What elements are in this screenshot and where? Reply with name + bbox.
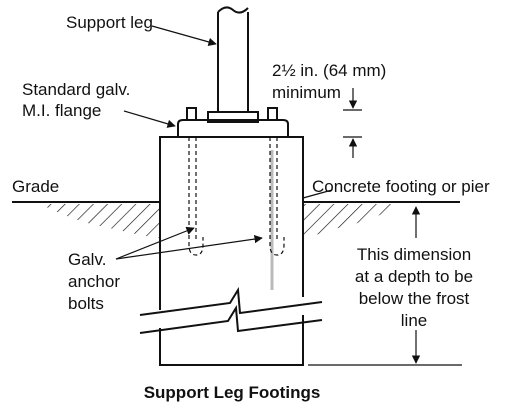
bolt-leader-left — [115, 226, 195, 260]
flange-hub — [207, 111, 259, 123]
footing-label: Concrete footing or pier — [312, 177, 490, 196]
support-leg-label: Support leg — [66, 13, 153, 32]
dimension-label-line3: below the frost — [359, 289, 470, 308]
min-label-line1: 2½ in. (64 mm) — [272, 61, 386, 80]
soil-hatch-left — [40, 204, 160, 238]
grade-label: Grade — [12, 177, 59, 196]
min-label-line2: minimum — [272, 83, 341, 102]
bolts-label-line2: anchor — [68, 272, 120, 291]
break-line-upper — [139, 286, 323, 316]
concrete-footing-bottom — [159, 315, 304, 366]
support-leg — [217, 12, 249, 112]
concrete-footing — [159, 136, 304, 310]
support-leg-break — [217, 6, 249, 14]
bolt-leader-right — [115, 234, 263, 260]
footing-leader — [302, 189, 333, 199]
flange-leader — [123, 110, 176, 128]
dimension-label-line4: line — [401, 311, 427, 330]
break-line-lower — [139, 304, 323, 334]
flange-label-line2: M.I. flange — [22, 101, 101, 120]
flange — [177, 119, 289, 137]
diagram-caption: Support Leg Footings — [144, 383, 321, 402]
soil-hatch-right — [303, 204, 400, 238]
anchor-bolt-right — [269, 137, 285, 256]
flange-label-line1: Standard galv. — [22, 80, 130, 99]
bolt-nut-right — [267, 107, 278, 121]
bolt-nut-left — [186, 107, 197, 121]
dimension-label-line1: This dimension — [357, 245, 471, 264]
anchor-bolt-left — [188, 137, 204, 256]
bolts-label-line3: bolts — [68, 294, 104, 313]
bolts-label-line1: Galv. — [68, 250, 106, 269]
dimension-label-line2: at a depth to be — [355, 267, 473, 286]
support-leg-leader — [151, 25, 217, 46]
